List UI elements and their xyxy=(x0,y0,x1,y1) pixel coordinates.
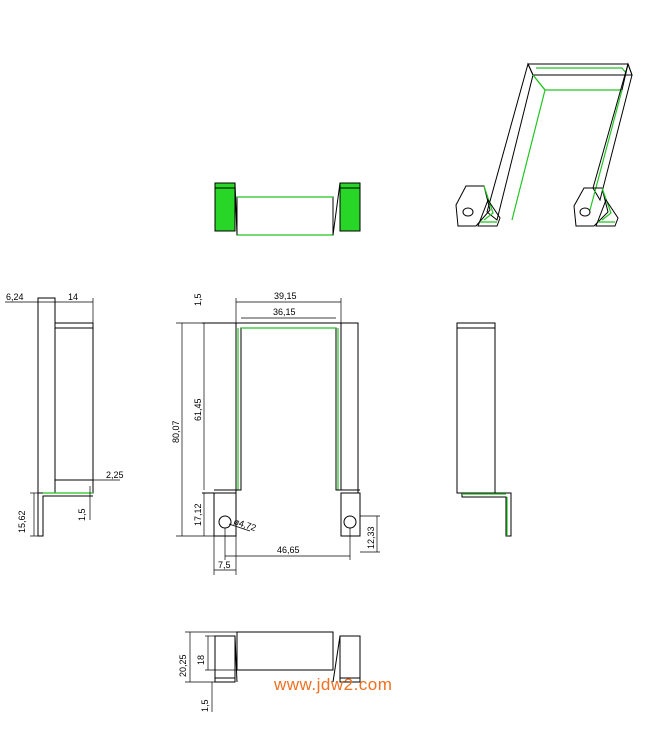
dim-front-total-height: 80,07 xyxy=(171,420,181,443)
dim-front-inner-width: 36,15 xyxy=(273,307,296,317)
dim-hole-edge-offset: 7,5 xyxy=(218,560,231,570)
front-view xyxy=(176,298,380,575)
front-right-tab xyxy=(340,492,361,537)
dim-front-inner-height: 61,45 xyxy=(193,398,203,421)
dim-front-top-thickness: 1,5 xyxy=(193,293,203,306)
dim-hole-spacing: 46,65 xyxy=(277,545,300,555)
iso-left-hole xyxy=(462,207,474,217)
top-view-left-tab xyxy=(214,182,236,232)
dim-bottom-thickness: 1,5 xyxy=(200,699,210,712)
dim-bottom-total-height: 20,25 xyxy=(178,654,188,677)
iso-right-hole xyxy=(579,207,591,217)
dim-side-tab-height: 15,62 xyxy=(17,510,27,533)
right-view xyxy=(456,322,512,537)
top-view xyxy=(214,182,361,236)
dim-side-thickness: 2,25 xyxy=(106,470,124,480)
top-view-body xyxy=(236,196,334,236)
front-left-hole xyxy=(218,515,232,529)
front-right-hole xyxy=(343,515,357,529)
dim-bottom-inner-height: 18 xyxy=(196,655,206,665)
watermark-text: www.jdw2.com xyxy=(274,675,393,694)
dim-side-width: 6,24 xyxy=(6,292,24,302)
dim-side-bend: 1,5 xyxy=(77,508,87,521)
dim-hole-height: 12,33 xyxy=(366,526,376,549)
side-view xyxy=(5,297,120,537)
dim-front-tab-height: 17,12 xyxy=(193,503,203,526)
top-view-right-tab xyxy=(339,182,361,232)
bottom-view xyxy=(185,631,361,712)
dim-front-outer-width: 39,15 xyxy=(274,291,297,301)
dim-side-depth: 14 xyxy=(68,292,78,302)
isometric-view xyxy=(455,62,633,227)
